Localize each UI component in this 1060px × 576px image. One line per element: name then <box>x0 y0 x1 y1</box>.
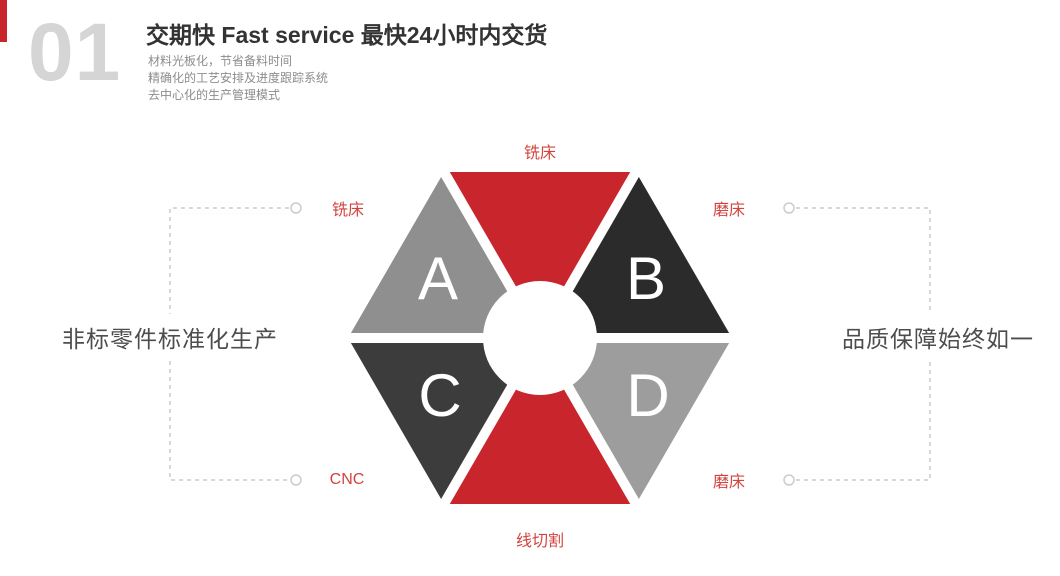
section-number: 01 <box>28 7 122 98</box>
right-connector <box>783 202 931 486</box>
label-cnc: CNC <box>329 471 365 488</box>
bullet-item: 材料光板化，节省备料时间 <box>148 54 293 68</box>
right-caption: 品质保障始终如一 <box>836 314 1040 360</box>
connector-endpoint-circle <box>290 202 302 214</box>
letter-d: D <box>626 362 669 429</box>
left-connector <box>169 202 302 486</box>
label-grinding-right-bottom: 磨床 <box>712 474 746 491</box>
letter-c: C <box>418 362 461 429</box>
letter-a: A <box>418 245 458 312</box>
corner-accent-bar <box>0 0 7 42</box>
segment-d-lower-right <box>540 338 732 504</box>
center-circle <box>483 281 597 395</box>
connector-endpoint-circle <box>290 474 302 486</box>
label-milling-left: 铣床 <box>331 202 365 219</box>
bullet-list: 材料光板化，节省备料时间 精确化的工艺安排及进度跟踪系统 去中心化的生产管理模式 <box>148 53 328 104</box>
segment-top-milling <box>444 172 636 338</box>
segment-bottom-wirecut <box>444 338 636 504</box>
label-wirecut-bottom: 线切割 <box>515 533 565 550</box>
label-milling-top: 铣床 <box>523 145 557 162</box>
segment-b-upper-right <box>540 172 732 338</box>
connector-endpoint-circle <box>783 474 795 486</box>
connector-endpoint-circle <box>783 202 795 214</box>
bullet-item: 去中心化的生产管理模式 <box>148 88 281 102</box>
segment-a-upper-left <box>348 172 540 338</box>
label-grinding-right-top: 磨床 <box>712 202 746 219</box>
segment-c-lower-left <box>348 338 540 504</box>
left-caption: 非标零件标准化生产 <box>56 314 284 360</box>
page-title: 交期快 Fast service 最快24小时内交货 <box>146 22 548 48</box>
bullet-item: 精确化的工艺安排及进度跟踪系统 <box>148 71 329 85</box>
letter-b: B <box>626 245 666 312</box>
